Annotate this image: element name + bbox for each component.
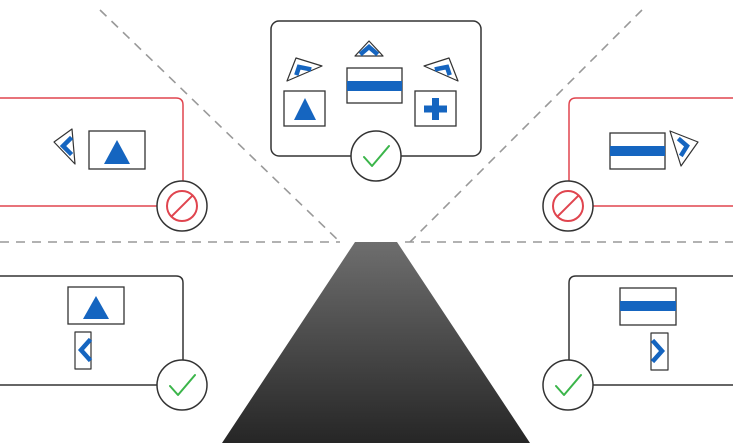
chevron-right-icon [669, 130, 699, 167]
chevron-left-icon [53, 128, 76, 165]
checkmark-icon [156, 359, 208, 411]
prohibited-icon [542, 180, 594, 232]
panel-frame [568, 275, 733, 386]
chevron-left-icon [74, 331, 93, 370]
road-icon [222, 242, 530, 443]
triangle-sign-icon [88, 130, 146, 170]
checkmark-icon [542, 359, 594, 411]
bar-sign-icon [609, 132, 666, 170]
panel-frame [0, 275, 184, 386]
diagonal-guide-right [409, 9, 643, 243]
panel-upper-left [0, 97, 208, 232]
panel-center-front [270, 20, 482, 182]
diagonal-guide-left [99, 9, 341, 243]
plus-sign-icon [414, 90, 457, 127]
triangle-sign-icon [67, 286, 125, 325]
chevron-up-left-icon [286, 57, 323, 82]
triangle-sign-icon [283, 90, 326, 127]
prohibited-icon [156, 180, 208, 232]
chevron-up-right-icon [423, 57, 459, 82]
chevron-up-icon [354, 40, 384, 57]
panel-lower-left [0, 275, 208, 411]
chevron-right-icon [650, 332, 669, 371]
checkmark-icon [350, 130, 402, 182]
bar-sign-icon [619, 287, 677, 326]
guide-lines [0, 9, 733, 243]
panel-upper-right [542, 97, 733, 232]
bar-sign-icon [346, 67, 403, 104]
panel-lower-right [542, 275, 733, 411]
